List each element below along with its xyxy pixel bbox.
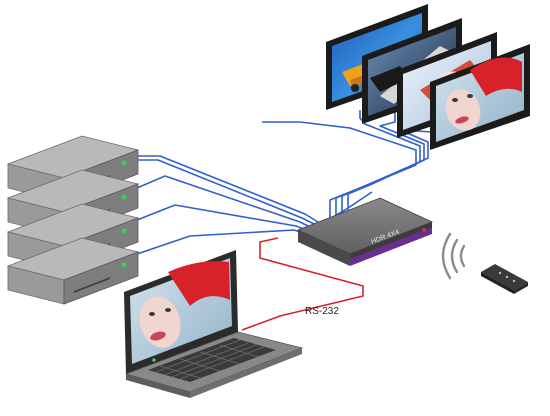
cable-laptop-to-switcher (241, 237, 364, 331)
matrix-switcher: HDR 4X4 (296, 197, 434, 266)
wireless-signal-icon (441, 232, 466, 280)
cable-display-3 (341, 108, 425, 214)
cable-source-1 (137, 155, 319, 223)
cable-source-4 (136, 229, 311, 255)
cable-source-1b (137, 159, 317, 226)
cable-source-2 (136, 175, 315, 230)
laptop (124, 250, 304, 398)
display-4 (430, 44, 530, 150)
cable-display-1 (262, 121, 417, 218)
control-cables (241, 237, 364, 331)
video-cables (136, 108, 433, 255)
source-device-4 (6, 237, 140, 305)
rs232-label: RS-232 (305, 306, 339, 317)
ir-remote-icon (481, 264, 528, 294)
cable-display-2 (335, 110, 421, 216)
laptop-keyboard (155, 339, 265, 380)
cable-source-3 (136, 204, 313, 233)
